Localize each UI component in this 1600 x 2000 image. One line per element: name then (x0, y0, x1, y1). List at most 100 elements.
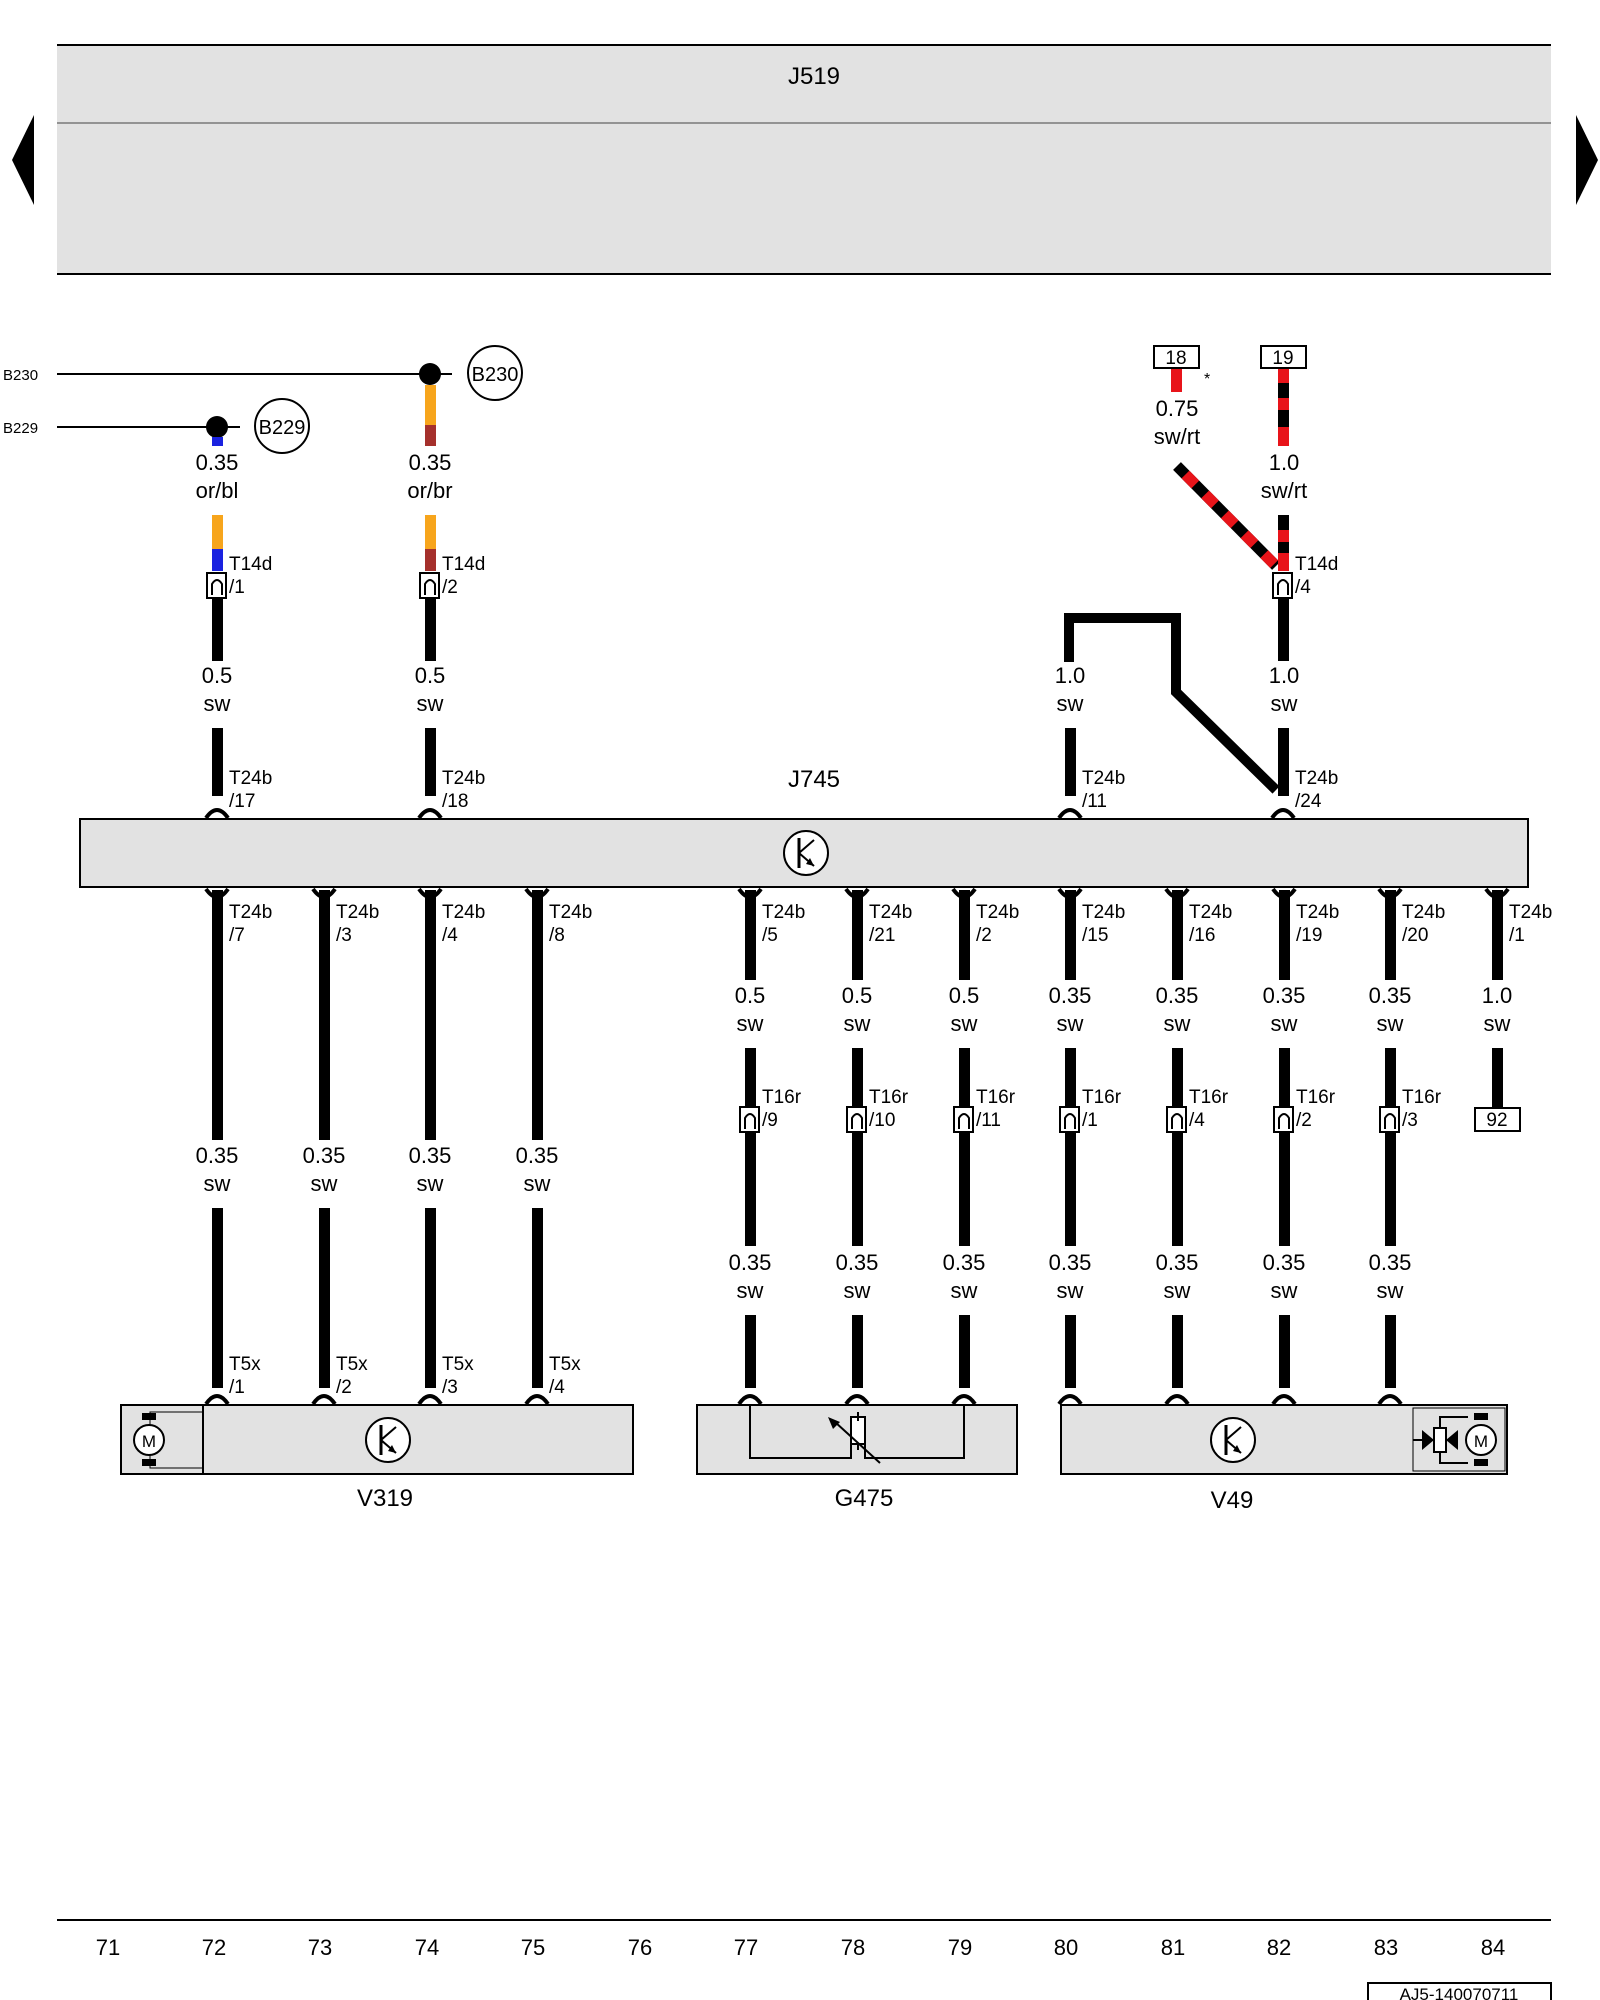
j745-bottom-pin: /7 (229, 925, 245, 946)
w80b-color: sw (1057, 691, 1084, 716)
fuse-18-asterisk: * (1204, 371, 1210, 388)
column-number: 81 (1161, 1935, 1185, 1960)
wire-color: sw (204, 1171, 231, 1196)
j745-bottom-pin-name: T24b (762, 902, 805, 923)
w81a-color: sw/rt (1154, 424, 1200, 449)
wire-size: 0.35 (303, 1143, 346, 1168)
w72a-color: or/bl (196, 478, 239, 503)
wire-size: 1.0 (1482, 983, 1513, 1008)
j745-bottom-pin-name: T24b (1402, 902, 1445, 923)
t14d-2-name: T14d (442, 554, 485, 575)
wire-color: sw (951, 1011, 978, 1036)
t16r-connector (739, 1106, 760, 1133)
wire-size: 0.35 (409, 1143, 452, 1168)
w81a-size: 0.75 (1156, 396, 1199, 421)
column-number: 77 (734, 1935, 758, 1960)
v49-electronic-icon (1210, 1417, 1256, 1463)
j745-top-pin-18-name: T24b (442, 768, 485, 789)
w74a-size: 0.35 (409, 450, 452, 475)
j745-bottom-pin: /5 (762, 925, 778, 946)
column-number: 79 (948, 1935, 972, 1960)
column-number: 72 (202, 1935, 226, 1960)
j745-bottom-pin-name: T24b (549, 902, 592, 923)
w82a-size: 1.0 (1269, 450, 1300, 475)
wire-size: 0.35 (1369, 1250, 1412, 1275)
w72b-size: 0.5 (202, 663, 233, 688)
t16r-name: T16r (869, 1087, 909, 1108)
t5x-name: T5x (442, 1354, 474, 1375)
electronic-module-icon (783, 830, 829, 876)
j745-bottom-pin: /20 (1402, 925, 1428, 946)
j745-bottom-pin-name: T24b (442, 902, 485, 923)
wire-color: sw (1057, 1011, 1084, 1036)
j745-bottom-pins: T24b/7T24b/3T24b/4T24b/8T24b/5T24b/21T24… (204, 887, 1552, 946)
j519-panel (57, 45, 1551, 274)
g475-label: G475 (835, 1485, 894, 1512)
j745-bottom-pin-name: T24b (1509, 902, 1552, 923)
wire-size: 0.35 (1263, 1250, 1306, 1275)
column-number: 80 (1054, 1935, 1078, 1960)
wire-color: sw (1377, 1278, 1404, 1303)
t16r-name: T16r (1082, 1087, 1122, 1108)
wire-color: sw (844, 1011, 871, 1036)
b230-junction (419, 363, 441, 385)
w74a-color: or/br (407, 478, 452, 503)
wire-size: 0.35 (1049, 983, 1092, 1008)
t16r-pin: /10 (869, 1110, 895, 1131)
column-number: 71 (96, 1935, 120, 1960)
t16r-connector (1273, 1106, 1294, 1133)
connection-92-label: 92 (1486, 1110, 1507, 1131)
t16r-connector (1166, 1106, 1187, 1133)
j745-bottom-pin: /3 (336, 925, 352, 946)
t14d-4-connector (1272, 572, 1293, 599)
wire-size: 0.35 (836, 1250, 879, 1275)
t16r-connector (846, 1106, 867, 1133)
t16r-pin: /1 (1082, 1110, 1098, 1131)
v49-label: V49 (1211, 1487, 1254, 1514)
j745-bottom-pin: /2 (976, 925, 992, 946)
wire-color: sw (951, 1278, 978, 1303)
j745-bottom-pin: /8 (549, 925, 565, 946)
w74b-color: sw (417, 691, 444, 716)
b229-line-label: B229 (3, 420, 38, 437)
w74b-size: 0.5 (415, 663, 446, 688)
fuse-18-label: 18 (1165, 348, 1186, 369)
w82a-color: sw/rt (1261, 478, 1307, 503)
document-code: AJ5-140070711 (1400, 1985, 1519, 2000)
t5x-pin: /2 (336, 1377, 352, 1398)
wire-color: sw (844, 1278, 871, 1303)
fuse-18-box (1153, 345, 1200, 369)
t5x-pin: /4 (549, 1377, 565, 1398)
fuse-19-label: 19 (1272, 348, 1293, 369)
j745-bottom-pin-name: T24b (1082, 902, 1125, 923)
j745-top-pin-18: /18 (442, 791, 468, 812)
column-number: 76 (628, 1935, 652, 1960)
wire-color: sw (524, 1171, 551, 1196)
previous-page-icon[interactable] (12, 115, 34, 205)
wire-size: 0.35 (1369, 983, 1412, 1008)
wire-color: sw (737, 1278, 764, 1303)
t16r-pin: /11 (976, 1110, 1001, 1131)
t14d-2-connector (419, 572, 440, 599)
t5x-pin: /3 (442, 1377, 458, 1398)
wire-color: sw (1271, 1278, 1298, 1303)
b230-line-label: B230 (3, 367, 38, 384)
t14d-1-connector (206, 572, 227, 599)
wire-size: 0.35 (1263, 983, 1306, 1008)
wire-color: sw (737, 1011, 764, 1036)
j519-label: J519 (788, 63, 840, 90)
wire-size: 0.35 (1156, 1250, 1199, 1275)
wire-size: 0.5 (949, 983, 980, 1008)
t16r-pin: /2 (1296, 1110, 1312, 1131)
t5x-pin: /1 (229, 1377, 245, 1398)
wire-color: sw (1164, 1278, 1191, 1303)
w72a-size: 0.35 (196, 450, 239, 475)
wire-size: 0.35 (196, 1143, 239, 1168)
j745-top-pin-17-name: T24b (229, 768, 272, 789)
j745-bottom-pin-name: T24b (869, 902, 912, 923)
j745-bottom-pin-name: T24b (336, 902, 379, 923)
b229-circle-label: B229 (259, 417, 306, 439)
v319-label: V319 (357, 1485, 413, 1512)
next-page-icon[interactable] (1576, 115, 1598, 205)
